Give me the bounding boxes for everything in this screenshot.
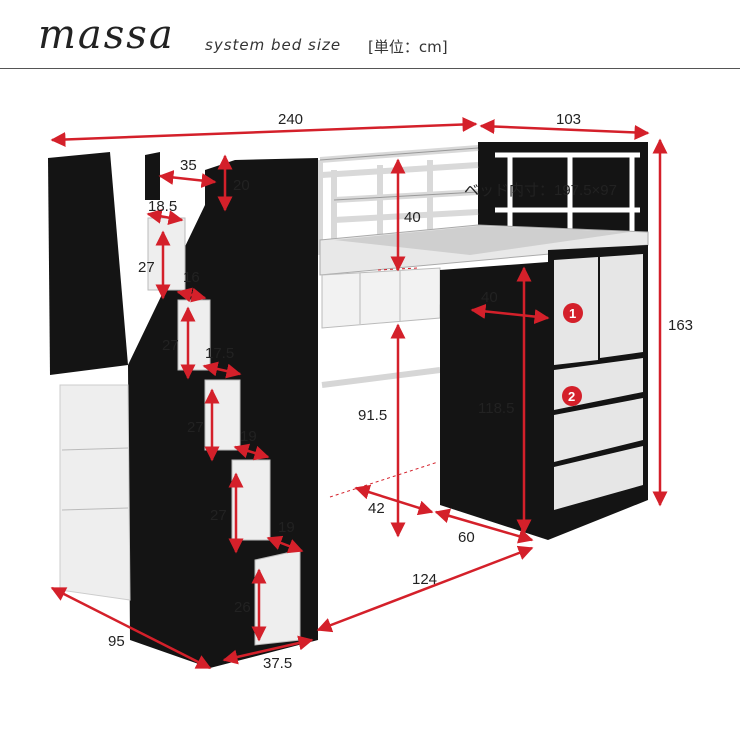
label-stairs-depth: 95 bbox=[108, 633, 125, 650]
dim-line-total-width bbox=[50, 117, 478, 147]
label-under-clearance: 91.5 bbox=[358, 407, 387, 424]
header-rule bbox=[0, 68, 740, 69]
label-step4-depth: 19 bbox=[240, 428, 257, 445]
label-mattress: ベッド内寸：197.5×97 bbox=[464, 182, 617, 199]
drawer-2 bbox=[554, 398, 643, 462]
stair-side-panel bbox=[48, 152, 128, 375]
cabinet-door-right bbox=[600, 254, 643, 358]
marker-1-label: 1 bbox=[569, 306, 576, 321]
marker-2-circle bbox=[562, 386, 582, 406]
label-step4-rise: 27 bbox=[210, 507, 227, 524]
dim-line-desk-gap bbox=[354, 484, 434, 516]
label-depth-right: 103 bbox=[556, 111, 581, 128]
dim-line-depth-right bbox=[479, 119, 650, 140]
label-step1-rise: 27 bbox=[138, 259, 155, 276]
dim-line-step1-depth bbox=[146, 208, 184, 226]
unit-label: [単位：cm] bbox=[368, 38, 448, 56]
mesh bbox=[334, 226, 630, 255]
brand-title: massa bbox=[38, 12, 175, 58]
headboard-bars bbox=[495, 152, 640, 232]
dim-line-desk-depth bbox=[470, 303, 550, 325]
dim-line-guard-gap bbox=[158, 170, 217, 188]
dim-line-step-bottom-width bbox=[222, 635, 314, 665]
label-step1-depth: 18.5 bbox=[148, 198, 177, 215]
dim-line-step4-depth bbox=[233, 443, 270, 461]
dim-line-step3-depth bbox=[202, 361, 242, 379]
label-step2-rise: 27 bbox=[162, 337, 179, 354]
label-desk-gap: 42 bbox=[368, 500, 385, 517]
label-guard-top: 20 bbox=[233, 177, 250, 194]
dim-line-desk-width bbox=[434, 508, 534, 544]
marker-2-label: 2 bbox=[568, 389, 575, 404]
dim-line-under-length bbox=[316, 545, 534, 633]
label-guard-height: 40 bbox=[404, 209, 421, 226]
label-desk-width: 60 bbox=[458, 529, 475, 546]
label-step5-depth: 19 bbox=[278, 519, 295, 536]
stair-guard-post bbox=[145, 152, 160, 200]
lower-rail bbox=[321, 367, 441, 388]
label-total-width: 240 bbox=[278, 111, 303, 128]
brand-subtitle: system bed size bbox=[205, 36, 342, 54]
label-total-height: 163 bbox=[668, 317, 693, 334]
dim-line-step2-depth bbox=[176, 287, 207, 303]
label-desk-depth: 40 bbox=[481, 289, 498, 306]
dim-line-stairs-depth bbox=[50, 586, 212, 670]
label-step3-rise: 27 bbox=[187, 419, 204, 436]
marker-1-circle bbox=[563, 303, 583, 323]
dim-line-step5-depth bbox=[266, 535, 304, 554]
label-under-length: 124 bbox=[412, 571, 437, 588]
label-step3-depth: 17.5 bbox=[205, 345, 234, 362]
stair-storage bbox=[59, 384, 131, 601]
label-step-bottom-width: 37.5 bbox=[263, 655, 292, 672]
upper-shelf bbox=[321, 267, 441, 329]
label-step-bottom-height: 26 bbox=[234, 599, 251, 616]
label-desk-height: 118.5 bbox=[478, 400, 514, 417]
label-guard-gap: 35 bbox=[180, 157, 197, 174]
header: massa system bed size [単位：cm] bbox=[0, 0, 740, 70]
drawer-3 bbox=[554, 446, 643, 510]
label-step2-depth: 16 bbox=[183, 269, 200, 286]
